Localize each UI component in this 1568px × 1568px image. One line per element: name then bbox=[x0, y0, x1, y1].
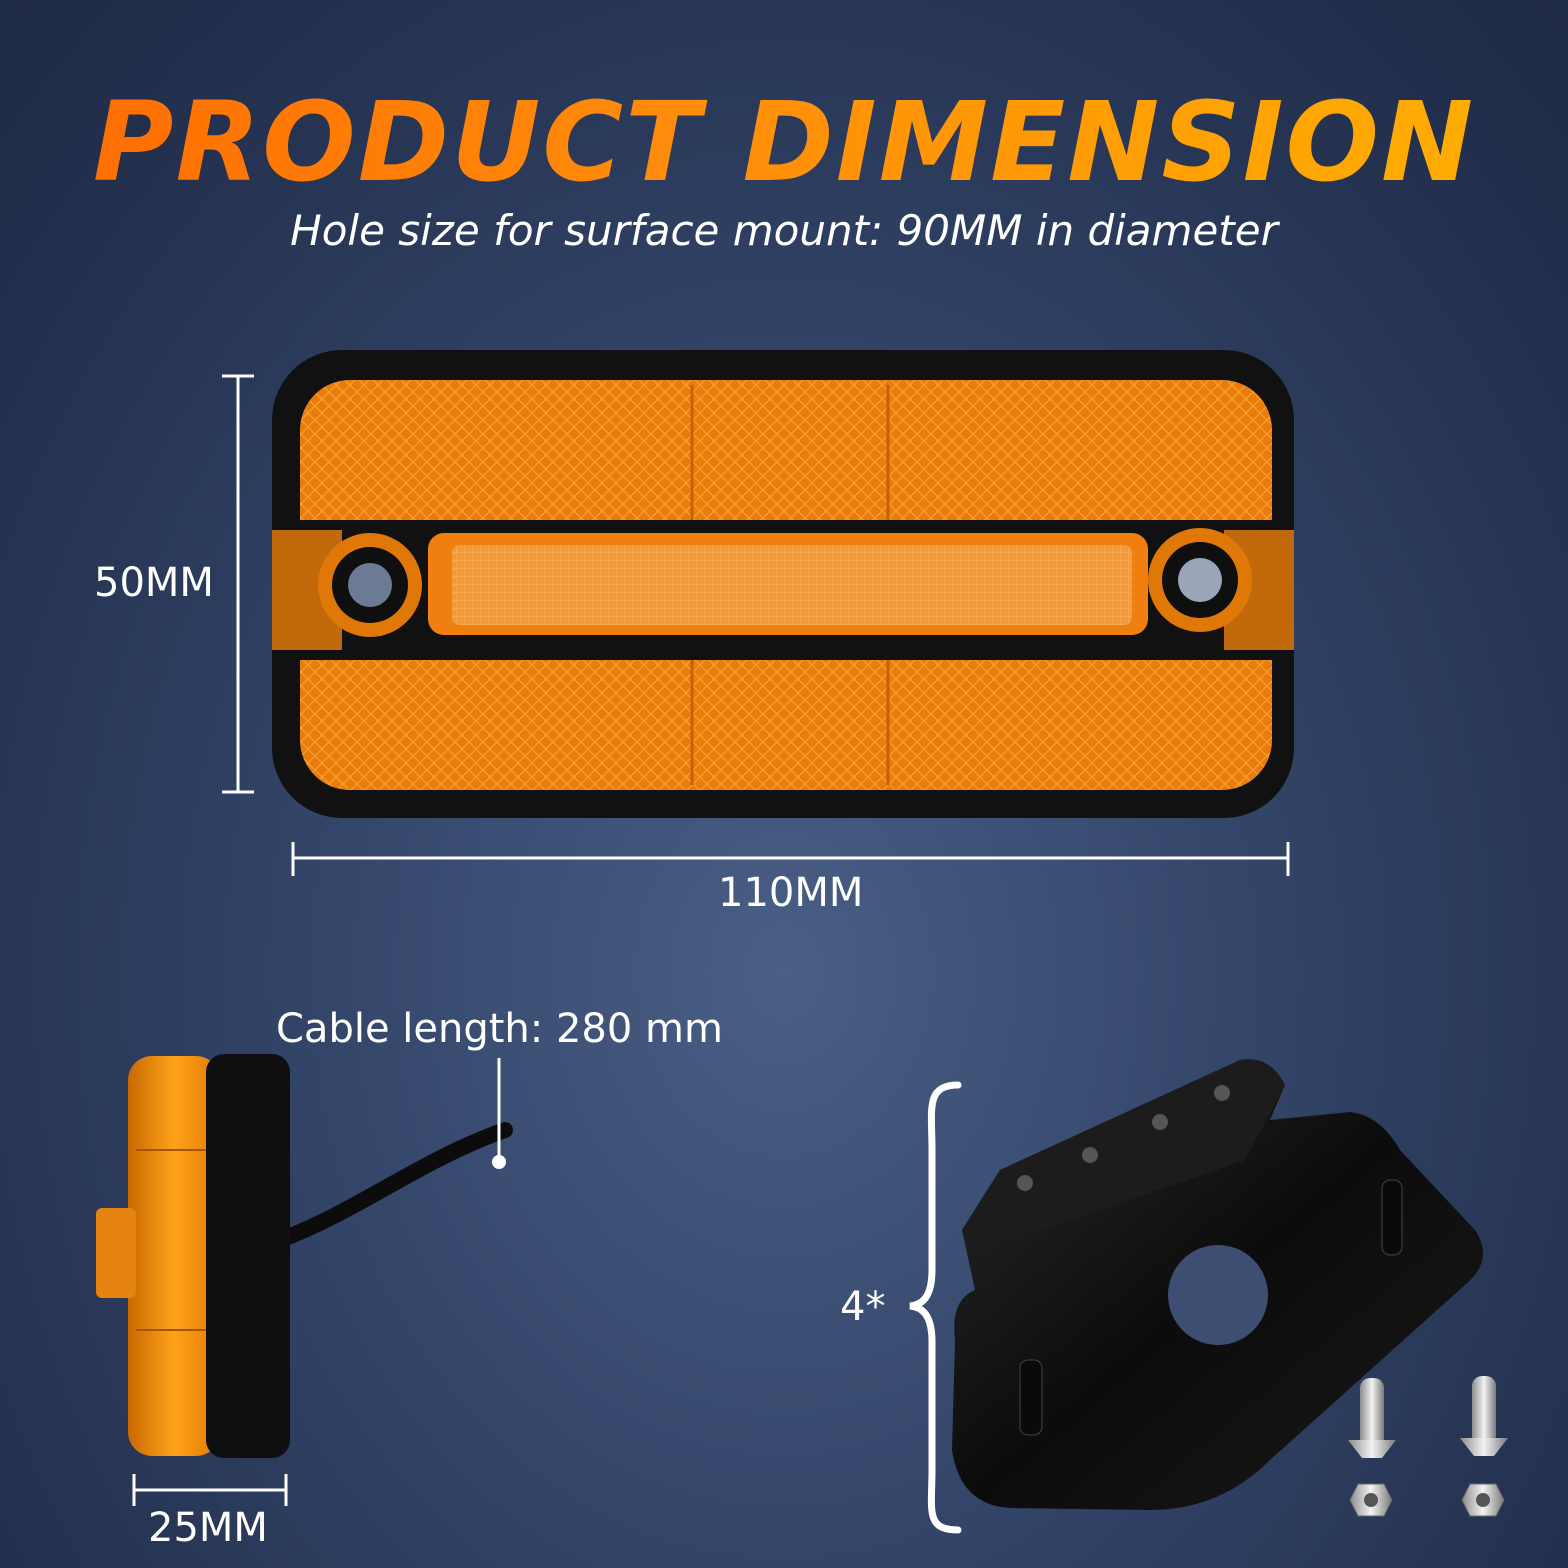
width-label: 110MM bbox=[718, 870, 864, 916]
depth-dimension-line bbox=[132, 1474, 288, 1506]
height-label: 50MM bbox=[94, 560, 214, 606]
height-dimension-line bbox=[222, 374, 254, 794]
mounting-hole-right bbox=[1148, 528, 1252, 632]
depth-label: 25MM bbox=[148, 1505, 268, 1551]
page-subtitle: Hole size for surface mount: 90MM in dia… bbox=[290, 206, 1278, 255]
bracket-quantity-label: 4* bbox=[840, 1284, 886, 1330]
cable-length-label: Cable length: 280 mm bbox=[276, 1006, 723, 1052]
curly-brace bbox=[909, 1081, 962, 1534]
screw-icon-left bbox=[1348, 1378, 1396, 1458]
marker-light-side-view bbox=[96, 1054, 513, 1458]
nut-icon-left bbox=[1349, 1483, 1393, 1517]
cable-pointer bbox=[492, 1058, 506, 1169]
screw-icon-right bbox=[1460, 1376, 1508, 1456]
mounting-bracket bbox=[952, 1059, 1483, 1510]
width-dimension-line bbox=[291, 842, 1290, 876]
page-title: PRODUCT DIMENSION bbox=[0, 78, 1568, 206]
nut-icon-right bbox=[1461, 1483, 1505, 1517]
mounting-hole-left bbox=[318, 533, 422, 637]
marker-light-front-view bbox=[272, 350, 1294, 818]
